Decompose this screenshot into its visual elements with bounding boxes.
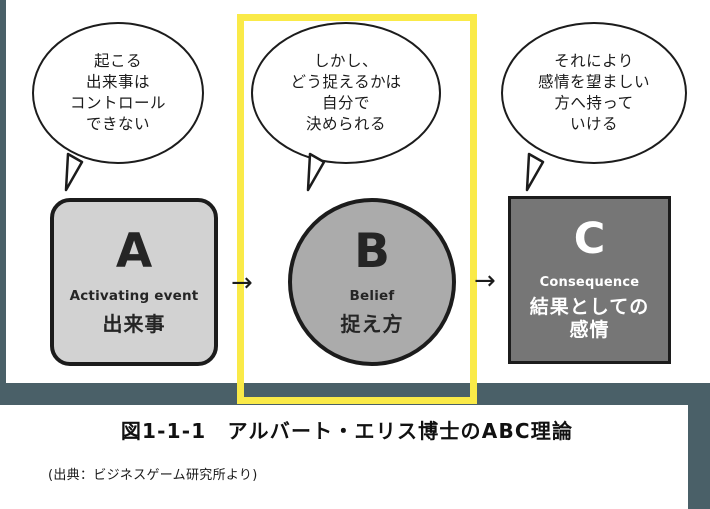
node-belief: B Belief 捉え方 bbox=[288, 198, 456, 366]
node-consequence: C Consequence 結果としての 感情 bbox=[508, 196, 671, 364]
node-activating-event: A Activating event 出来事 bbox=[50, 198, 218, 366]
arrow-b-to-c-icon: → bbox=[474, 266, 496, 296]
frame-right-edge bbox=[688, 383, 710, 509]
speech-bubble-a-tail bbox=[64, 152, 84, 192]
node-b-letter: B bbox=[354, 224, 390, 279]
highlight-box-belief bbox=[237, 14, 477, 404]
frame-divider-band bbox=[0, 383, 710, 405]
node-c-japanese-label: 結果としての 感情 bbox=[529, 296, 650, 341]
speech-bubble-belief: しかし、 どう捉えるかは 自分で 決められる bbox=[251, 22, 441, 164]
node-b-english-label: Belief bbox=[349, 288, 395, 304]
figure-caption-source: (出典：ビジネスゲーム研究所より) bbox=[48, 468, 258, 483]
node-a-english-label: Activating event bbox=[69, 288, 199, 304]
speech-bubble-c-tail bbox=[525, 152, 545, 192]
caption-area: 図1-1-1 アルバート・エリス博士のABC理論 (出典：ビジネスゲーム研究所よ… bbox=[6, 405, 688, 509]
speech-bubble-consequence: それにより 感情を望ましい 方へ持って いける bbox=[501, 22, 687, 164]
arrow-a-to-b-icon: → bbox=[231, 268, 253, 298]
speech-bubble-b-text: しかし、 どう捉えるかは 自分で 決められる bbox=[290, 51, 402, 134]
frame-left-edge bbox=[0, 0, 6, 383]
node-b-japanese-label: 捉え方 bbox=[340, 312, 404, 336]
speech-bubble-c-text: それにより 感情を望ましい 方へ持って いける bbox=[537, 51, 650, 134]
speech-bubble-a-text: 起こる 出来事は コントロール できない bbox=[69, 51, 166, 134]
node-a-japanese-label: 出来事 bbox=[102, 312, 166, 336]
node-c-english-label: Consequence bbox=[539, 275, 640, 291]
figure-caption-title: 図1-1-1 アルバート・エリス博士のABC理論 bbox=[120, 419, 574, 443]
speech-bubble-activating-event: 起こる 出来事は コントロール できない bbox=[32, 22, 204, 164]
node-c-letter: C bbox=[573, 214, 606, 265]
node-a-letter: A bbox=[115, 224, 153, 279]
speech-bubble-b-tail bbox=[306, 152, 326, 192]
